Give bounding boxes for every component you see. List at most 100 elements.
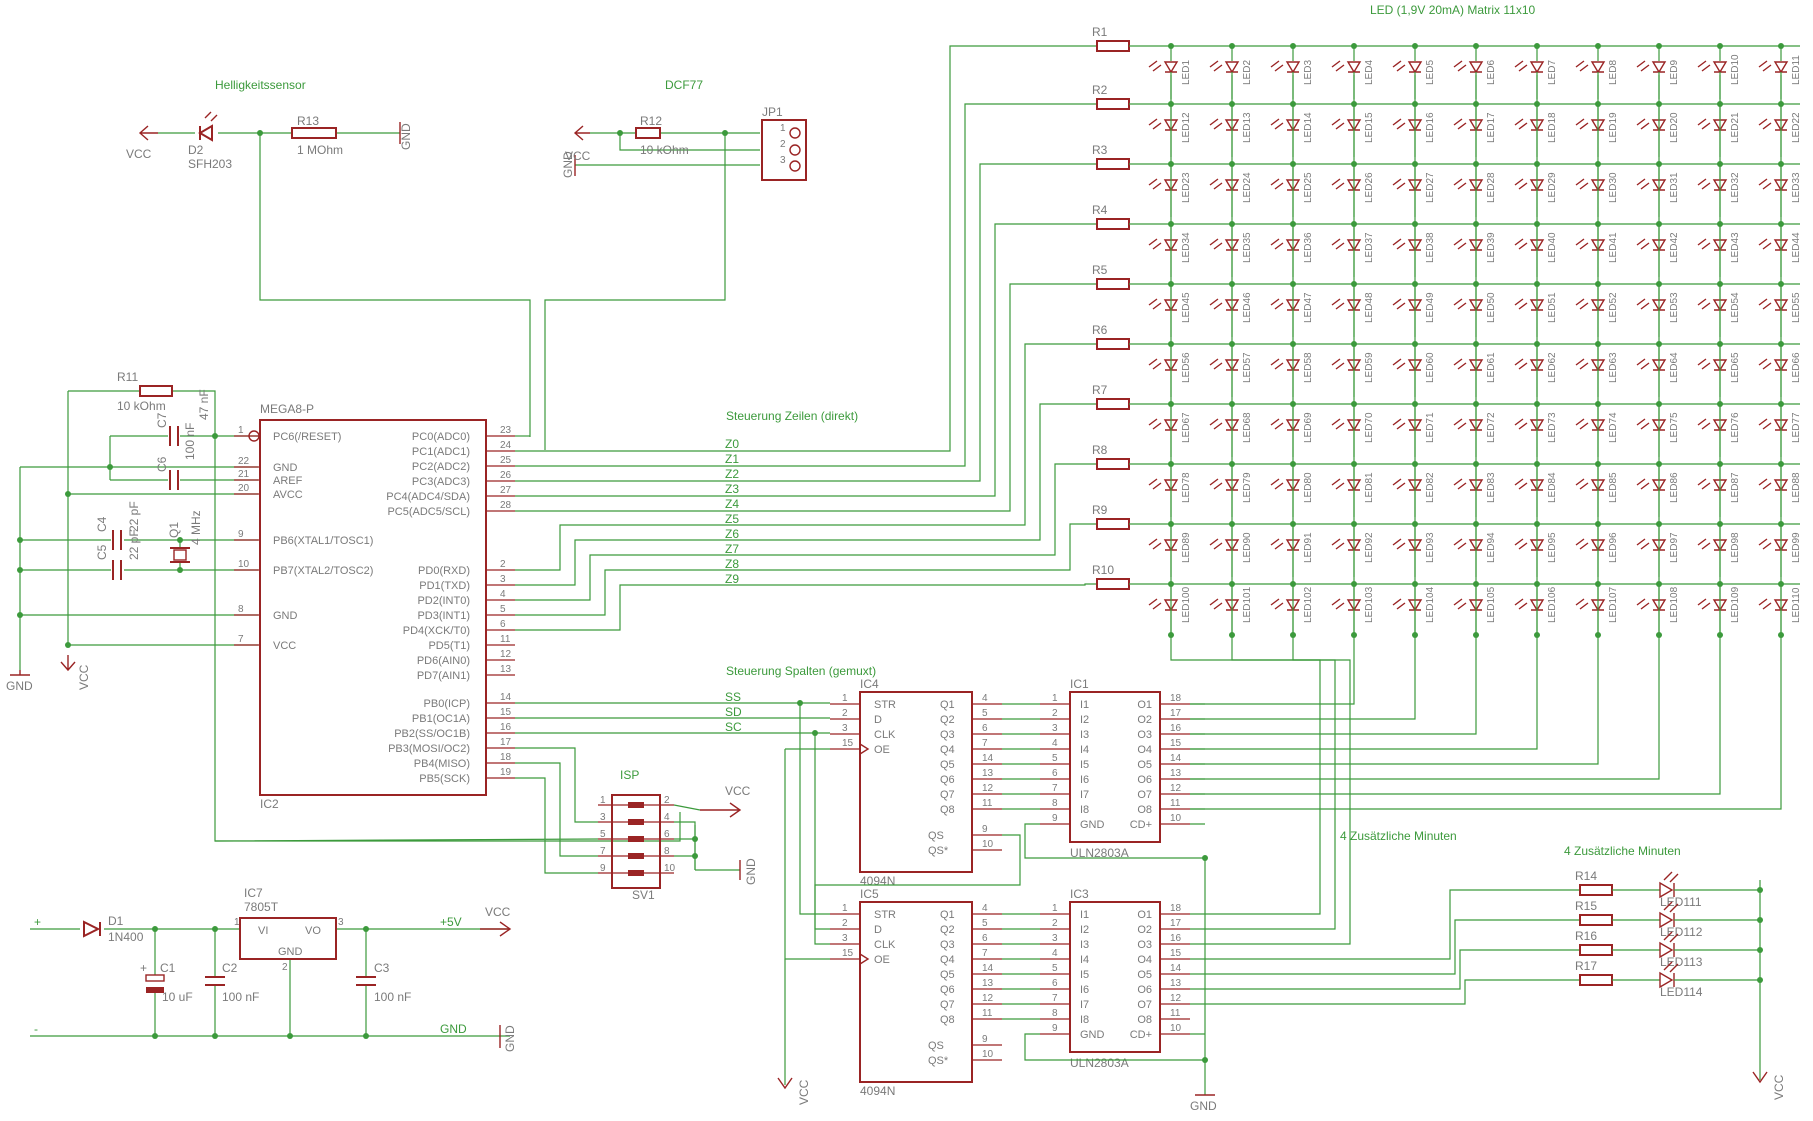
dcf-header: DCF77 <box>665 78 703 92</box>
pin-label: O6 <box>1137 774 1152 786</box>
pin-number: 5 <box>1052 963 1058 974</box>
pin-label: I4 <box>1080 954 1089 966</box>
led-arrows <box>1758 418 1772 430</box>
ic7-name: IC7 <box>244 886 263 900</box>
led-label: LED36 <box>1303 232 1314 263</box>
led-label: LED107 <box>1608 586 1619 623</box>
pin-label: I2 <box>1080 924 1089 936</box>
mega-pin-label: PC4(ADC4/SDA) <box>386 491 470 503</box>
pin-number: 10 <box>1170 813 1182 824</box>
pin-number: 11 <box>1170 1008 1181 1019</box>
led-arrows <box>1270 238 1284 250</box>
row-net-label: Z2 <box>725 467 739 481</box>
led-label: LED34 <box>1181 232 1192 263</box>
led-arrows <box>1697 60 1711 72</box>
led-label: LED56 <box>1181 352 1192 383</box>
pin-number: 3 <box>842 723 848 734</box>
row-resistor-name: R5 <box>1092 263 1108 277</box>
pin-number: 2 <box>1052 918 1058 929</box>
led-arrows <box>1392 178 1406 190</box>
pin-number: 13 <box>1170 768 1182 779</box>
row-wire <box>515 523 1097 616</box>
pin-label: OE <box>874 744 890 756</box>
pin-number: 1 <box>842 903 848 914</box>
wire <box>784 703 830 960</box>
mega-pin-number: 23 <box>500 425 512 436</box>
led-label: LED5 <box>1425 60 1436 85</box>
junction-dot <box>1412 632 1418 638</box>
r13-value: 1 MOhm <box>297 143 343 157</box>
led-label: LED26 <box>1364 172 1375 203</box>
gnd-net-label: GND <box>440 1022 467 1036</box>
junction-dot <box>1168 632 1174 638</box>
led-arrows <box>1514 418 1528 430</box>
led-arrows <box>1697 298 1711 310</box>
pin-label: Q3 <box>940 939 955 951</box>
rows-header: Steuerung Zeilen (direkt) <box>726 409 858 423</box>
led-arrows <box>1270 358 1284 370</box>
gnd-label: GND <box>6 679 33 693</box>
pin-label: I5 <box>1080 759 1089 771</box>
extra-led-label: LED114 <box>1660 985 1703 999</box>
r12-value: 10 kOhm <box>640 143 689 157</box>
led-label: LED30 <box>1608 172 1619 203</box>
pin-number: 12 <box>982 783 994 794</box>
led-arrows <box>1575 598 1589 610</box>
vcc-label: VCC <box>725 784 751 798</box>
led-label: LED54 <box>1730 292 1741 323</box>
pin-label: I8 <box>1080 804 1089 816</box>
minus-label: - <box>34 1022 38 1036</box>
wire <box>1024 823 1206 1095</box>
led-label: LED7 <box>1547 60 1558 85</box>
row-net-label: Z4 <box>725 497 739 511</box>
led-label: LED42 <box>1669 232 1680 263</box>
pin-label: CD+ <box>1130 819 1152 831</box>
ic2-name: IC2 <box>260 797 279 811</box>
vcc-label: VCC <box>565 149 591 163</box>
isp-title: ISP <box>620 768 639 782</box>
led-label: LED39 <box>1486 232 1497 263</box>
led-symbol <box>1285 61 1301 74</box>
mega-pin-number: 7 <box>238 634 244 645</box>
mega-pin-label: PB1(OC1A) <box>412 713 470 725</box>
led-label: LED52 <box>1608 292 1619 323</box>
shift-register-name: IC4 <box>860 677 879 691</box>
ic2-type: MEGA8-P <box>260 402 314 416</box>
led-label: LED78 <box>1181 472 1192 503</box>
pin-label: Q4 <box>940 954 955 966</box>
row-wire <box>515 343 1097 571</box>
led-label: LED66 <box>1791 352 1802 383</box>
junction-dot <box>1534 632 1540 638</box>
led-label: LED15 <box>1364 112 1375 143</box>
led-label: LED62 <box>1547 352 1558 383</box>
gnd-label: GND <box>744 858 758 885</box>
mega-pin-label: PB3(MOSI/OC2) <box>388 743 470 755</box>
led-arrows <box>1392 60 1406 72</box>
led-arrows <box>1575 538 1589 550</box>
pin-label: OE <box>874 954 890 966</box>
extra-resistor <box>1579 914 1613 926</box>
mega-pin-label: PD0(RXD) <box>418 565 470 577</box>
junction-dot <box>1778 43 1784 49</box>
mega-pin-number: 8 <box>238 604 244 615</box>
led-arrows <box>1758 298 1772 310</box>
led-arrows <box>1331 538 1345 550</box>
ic1-driver: IC1ULN2803A1I12I23I34I45I56I67I78I89GND1… <box>1040 677 1190 860</box>
pin-number: 5 <box>1052 753 1058 764</box>
junction-dot <box>1290 43 1296 49</box>
pin-number: 3 <box>1052 933 1058 944</box>
pin-label: GND <box>1080 1029 1105 1041</box>
pin-label: Q6 <box>940 774 955 786</box>
row-wire <box>515 583 1097 631</box>
extra-wire <box>1190 979 1580 1005</box>
led-arrows <box>1392 538 1406 550</box>
pin-label: I6 <box>1080 774 1089 786</box>
pin-number: 11 <box>1170 798 1181 809</box>
led-arrows <box>1636 238 1650 250</box>
led-arrows <box>1514 478 1528 490</box>
isp-pin-number: 7 <box>600 846 606 857</box>
led-arrows <box>1209 238 1223 250</box>
led-arrows <box>1453 538 1467 550</box>
led-arrows <box>1697 538 1711 550</box>
led-label: LED16 <box>1425 112 1436 143</box>
